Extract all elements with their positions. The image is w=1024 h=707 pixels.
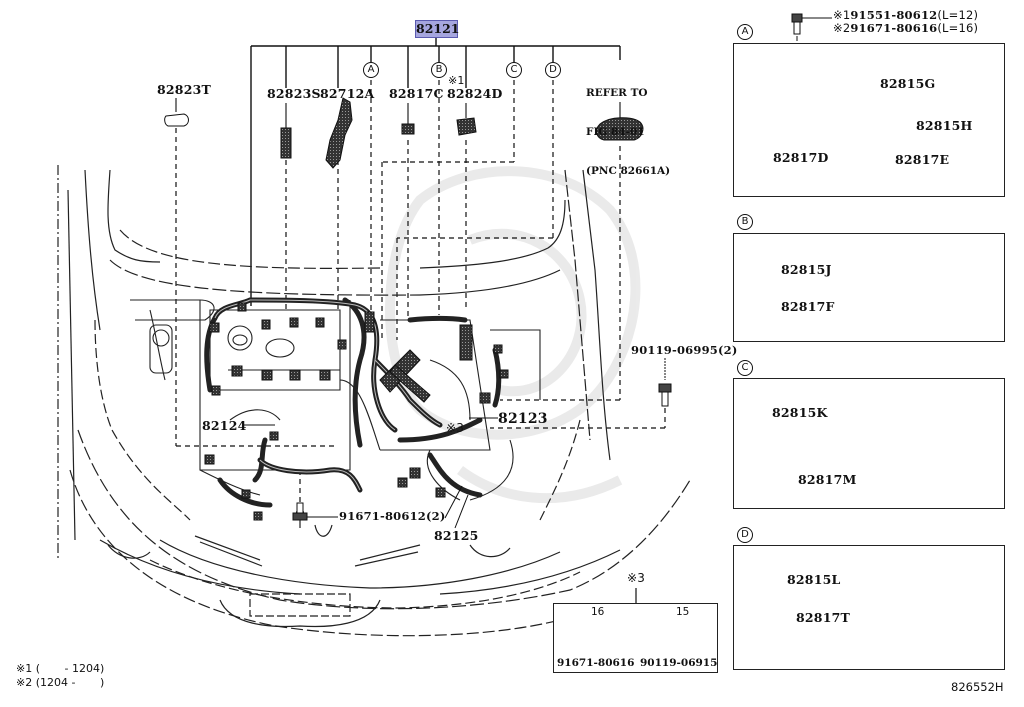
bolt-1-part-number[interactable]: 91671-80616 [557, 657, 635, 669]
bolt-2-part-number[interactable]: 90119-06915 [640, 657, 718, 669]
part-label-82124[interactable]: 82124 [202, 418, 247, 433]
dashed-connectors [175, 80, 666, 510]
marker-C[interactable]: C [506, 62, 522, 78]
footnote-2: ※2 (1204 - ) [16, 676, 105, 689]
harness-connectors [204, 302, 509, 521]
part-label-82823T[interactable]: 82823T [157, 82, 211, 97]
panel-a-fastener-1[interactable]: ※191551-80612(L=12) [833, 8, 979, 22]
fastener-2-part: 91671-80616 [850, 21, 938, 35]
part-label-82712A[interactable]: 82712A [320, 86, 375, 101]
note-mark-1: ※1 [448, 74, 465, 87]
part-label-82823S[interactable]: 82823S [267, 86, 321, 101]
panel-c-marker: C [737, 360, 753, 376]
bolt-table-mark: ※3 [627, 571, 646, 585]
part-label-82125[interactable]: 82125 [434, 528, 479, 543]
panel-d-marker: D [737, 527, 753, 543]
part-label-82815H[interactable]: 82815H [916, 118, 973, 133]
part-label-82123[interactable]: 82123 [498, 411, 548, 427]
fastener-2-mark: ※2 [833, 21, 851, 35]
part-label-82817D[interactable]: 82817D [773, 150, 829, 165]
marker-D[interactable]: D [545, 62, 561, 78]
footnote-1: ※1 ( - 1204) [16, 662, 105, 675]
part-label-82815J[interactable]: 82815J [781, 262, 832, 277]
wire-harness [204, 297, 502, 508]
bolt-table [553, 603, 718, 673]
part-label-82815G[interactable]: 82815G [880, 76, 936, 91]
reference-note[interactable]: REFER TO FIG 84-01 (PNC 82661A) [586, 61, 670, 204]
part-label-82815K[interactable]: 82815K [772, 405, 828, 420]
fastener-1-mark: ※1 [833, 8, 851, 22]
panel-a-fastener-2[interactable]: ※291671-80616(L=16) [833, 21, 979, 35]
part-label-82817C[interactable]: 82817C [389, 86, 444, 101]
body-leaders [243, 417, 498, 529]
bolt-2-dimension: 15 [676, 606, 690, 618]
part-label-82817T[interactable]: 82817T [796, 610, 850, 625]
part-label-82815L[interactable]: 82815L [787, 572, 841, 587]
watermark [385, 166, 641, 504]
fastener-2-length: (L=16) [937, 21, 979, 35]
note-mark-3-inline: ※3 [446, 421, 465, 435]
part-label-82817F[interactable]: 82817F [781, 299, 835, 314]
reference-note-line1: REFER TO [586, 87, 648, 99]
corrugated-tube [379, 349, 431, 403]
panel-a-marker: A [737, 24, 753, 40]
reference-note-line2: FIG 84-01 [586, 126, 645, 138]
car-body-outline [57, 165, 691, 637]
part-label-82817E[interactable]: 82817E [895, 152, 950, 167]
bolt-1-dimension: 16 [591, 606, 605, 618]
wire-harness-hatch [214, 299, 441, 491]
bolt-right-shape [658, 358, 672, 407]
part-label-91671-80612[interactable]: 91671-80612(2) [339, 509, 446, 523]
leader-lines [175, 98, 621, 128]
fastener-1-length: (L=12) [937, 8, 979, 22]
detail-panel-a [733, 43, 1005, 197]
part-label-82817M[interactable]: 82817M [798, 472, 857, 487]
marker-B[interactable]: B [431, 62, 447, 78]
panel-b-marker: B [737, 214, 753, 230]
main-part-bracket [250, 38, 621, 306]
main-part-number[interactable]: 82121 [415, 20, 460, 38]
marker-A[interactable]: A [363, 62, 379, 78]
part-label-90119-06995[interactable]: 90119-06995(2) [631, 343, 738, 357]
top-part-shapes [164, 97, 644, 169]
detail-panel-c [733, 378, 1005, 509]
detail-panel-b [733, 233, 1005, 342]
reference-note-line3: (PNC 82661A) [586, 165, 671, 177]
detail-panel-d [733, 545, 1005, 670]
bolt-front-shape [292, 502, 338, 521]
figure-id: 826552H [951, 680, 1004, 694]
fastener-1-part: 91551-80612 [850, 8, 938, 22]
part-label-82824D[interactable]: 82824D [447, 86, 503, 101]
